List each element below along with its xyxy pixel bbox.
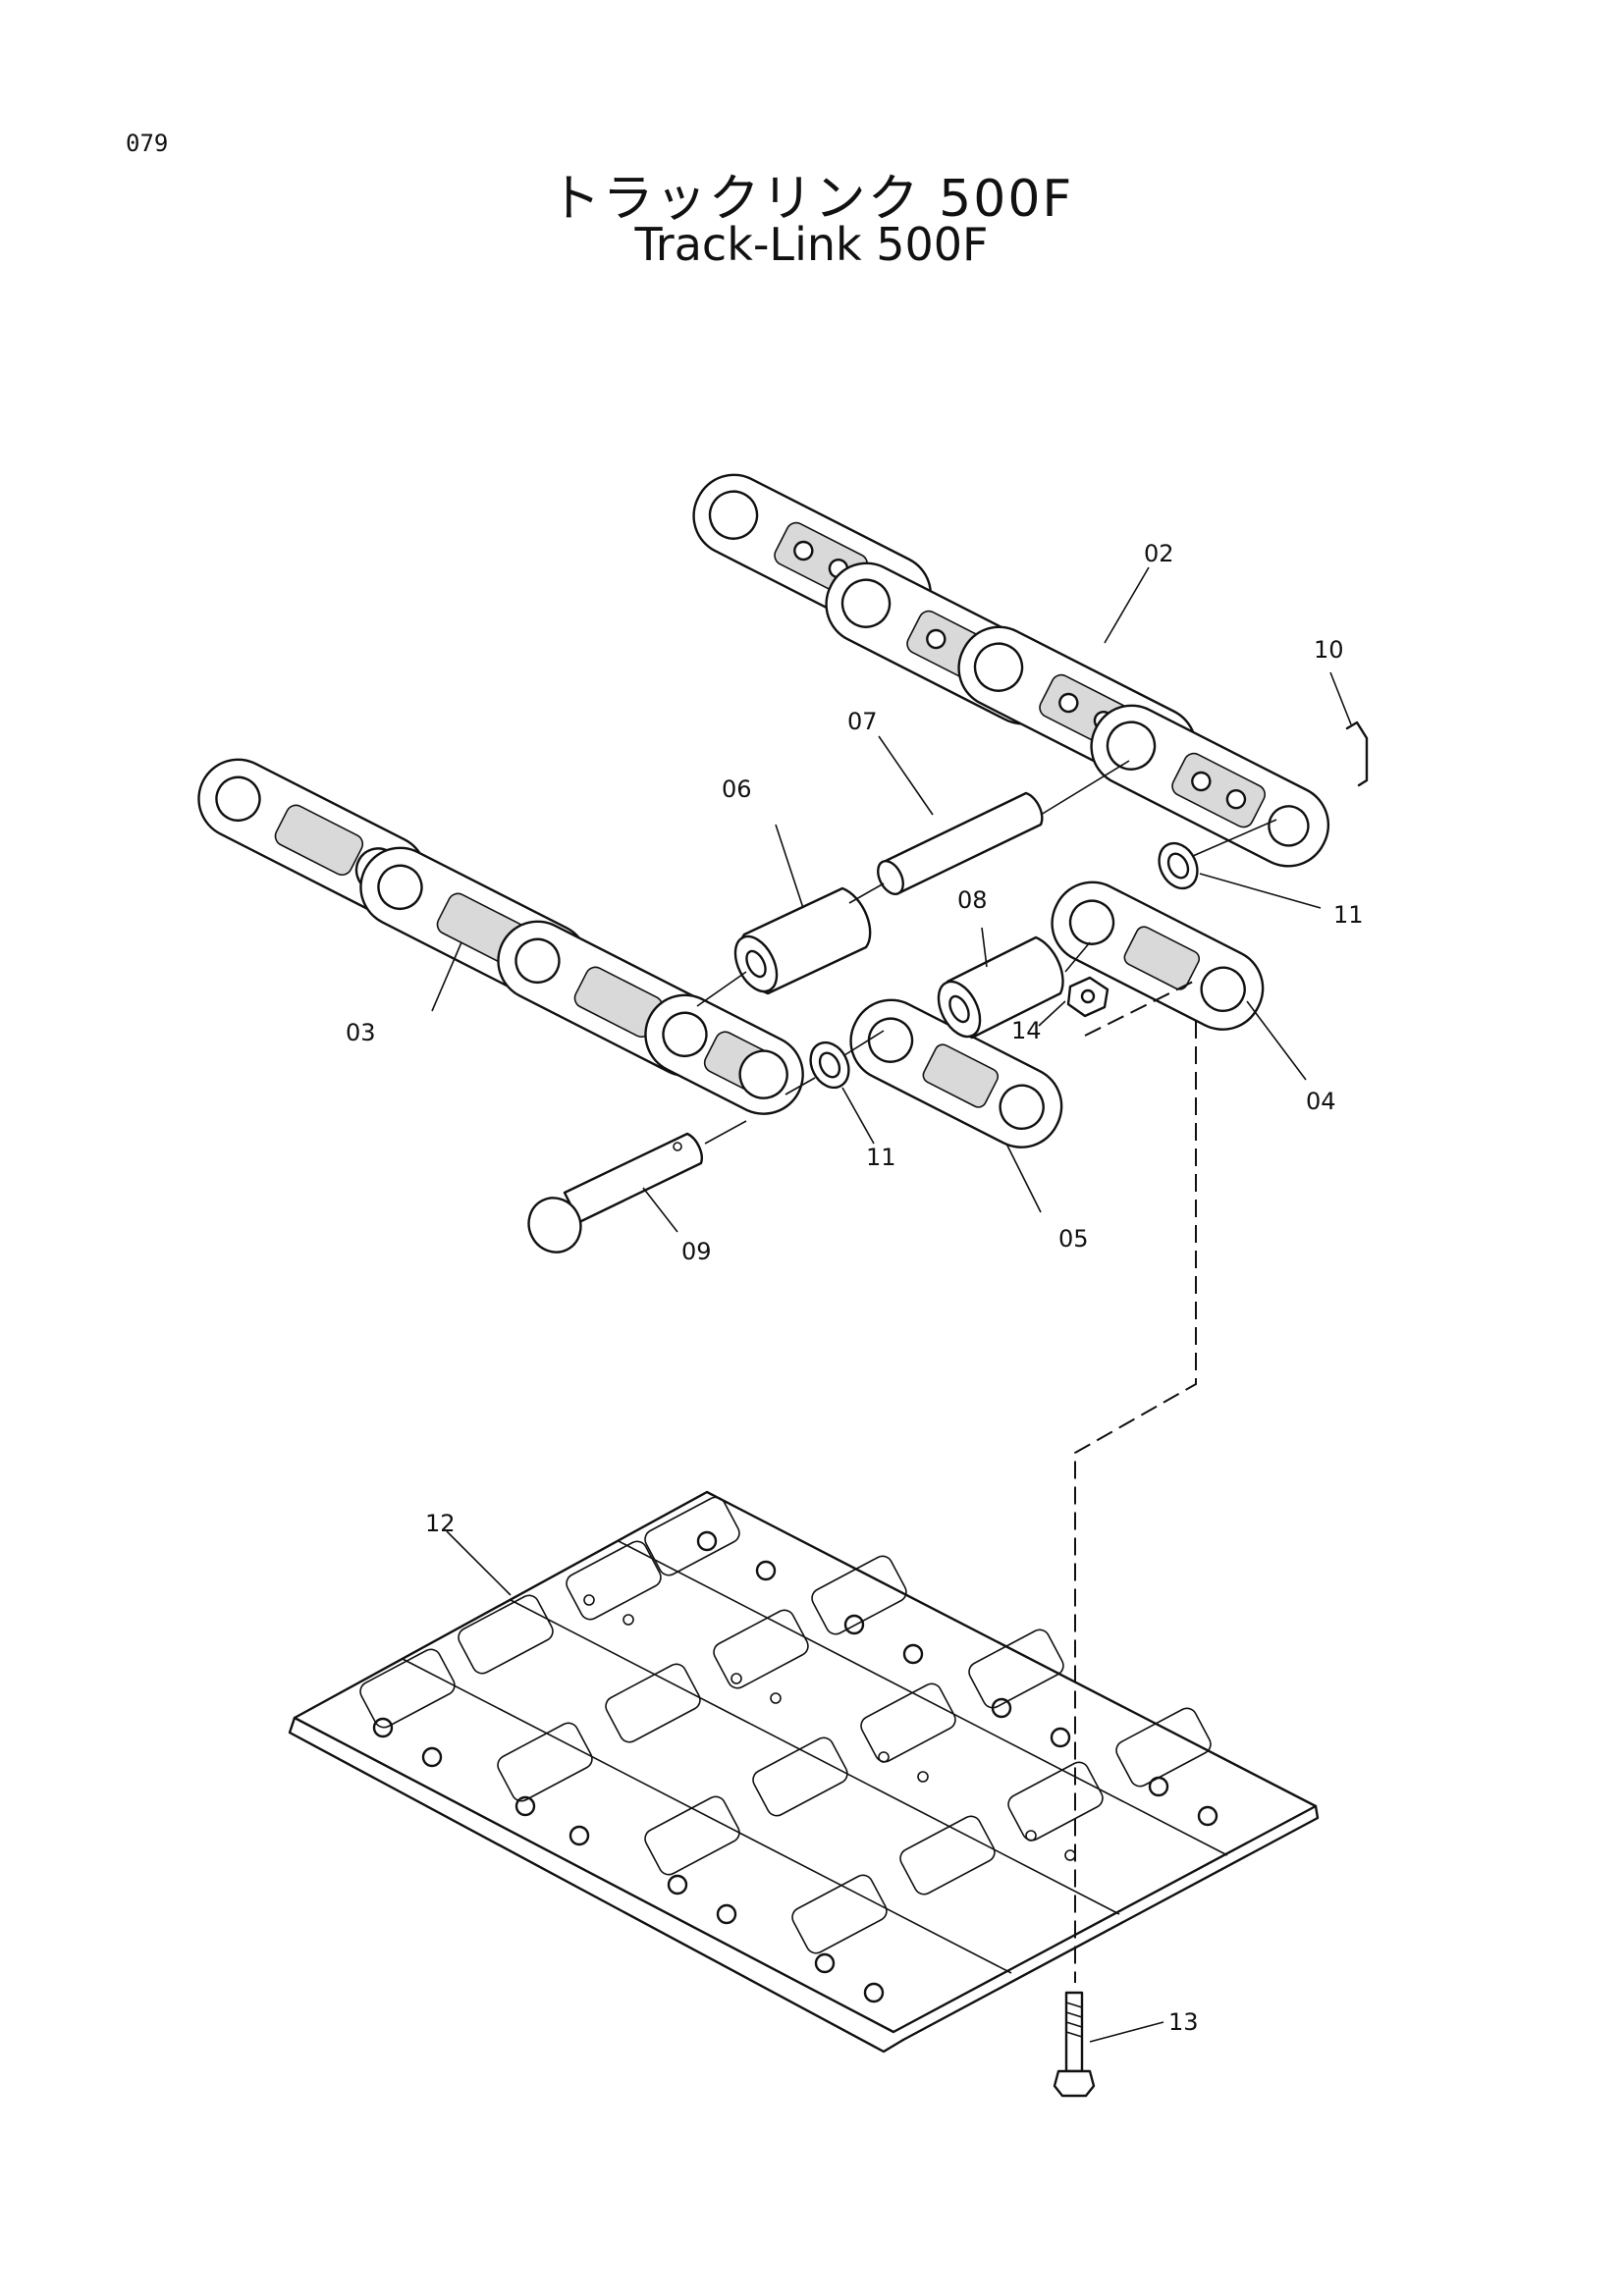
bolt-axis-line [1074, 1021, 1197, 1983]
callout-05: 05 [1058, 1225, 1089, 1253]
callout-12: 12 [425, 1510, 456, 1537]
title-japanese: トラックリンク 500F [549, 170, 1074, 229]
callout-11-right: 11 [1333, 901, 1364, 929]
seal-11-left [809, 1041, 850, 1090]
bushing-08 [937, 935, 1064, 1040]
leader-lines [431, 566, 1352, 2043]
bushing-06 [733, 886, 872, 995]
pin-07 [877, 791, 1044, 895]
callout-08: 08 [957, 886, 988, 914]
link-chain-upper [692, 473, 1330, 868]
callout-06: 06 [722, 775, 752, 803]
seal-11-right [1158, 841, 1199, 890]
assembly-center-lines [696, 760, 1277, 1145]
nut-14 [1066, 976, 1109, 1018]
callout-07: 07 [847, 708, 878, 735]
link-chain-lower [197, 758, 804, 1115]
master-pin-09 [527, 1132, 703, 1254]
callout-03: 03 [346, 1019, 376, 1046]
callout-04: 04 [1306, 1088, 1336, 1115]
track-shoe-12 [288, 1490, 1320, 2054]
callout-02: 02 [1144, 540, 1174, 567]
callout-labels: 02 03 04 05 06 07 08 09 10 11 11 12 13 1… [346, 540, 1364, 2036]
page-number: 079 [126, 130, 169, 157]
title-english: Track-Link 500F [634, 218, 989, 271]
spring-pin-10 [1345, 721, 1369, 787]
master-link-04 [1051, 881, 1265, 1031]
callout-13: 13 [1168, 2008, 1199, 2036]
shoe-bolt-13 [1053, 1991, 1096, 2098]
callout-10: 10 [1314, 636, 1344, 664]
callout-14: 14 [1011, 1017, 1042, 1044]
master-link-05 [849, 998, 1063, 1148]
callout-09: 09 [681, 1238, 712, 1265]
callout-11-left: 11 [866, 1144, 896, 1171]
